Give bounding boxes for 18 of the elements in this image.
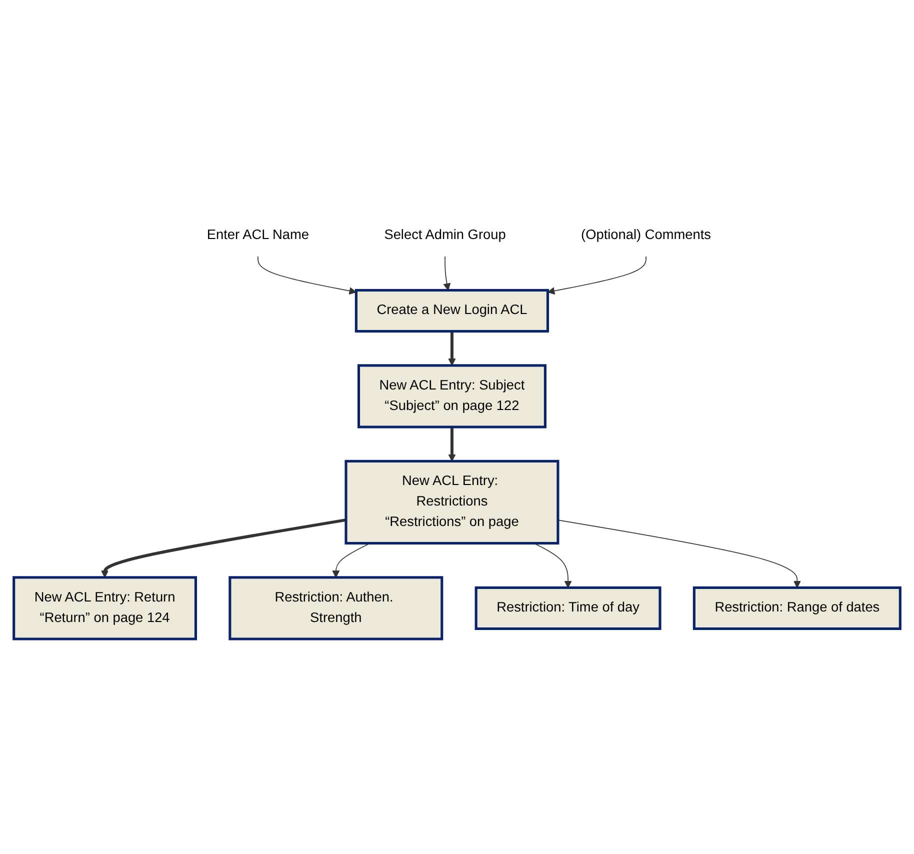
node-text: Enter ACL Name: [206, 228, 309, 242]
arrow: [101, 518, 346, 578]
arrow: [258, 256, 357, 295]
arrow: [547, 256, 646, 295]
node-box: New ACL Entry: Subject “Subject” on page 122: [357, 364, 546, 428]
node-box: New ACL Entry: Return “Return” on page 124: [12, 576, 198, 640]
node-box: New ACL Entry: Restrictions “Restrictions” on page: [344, 460, 560, 545]
arrow: [448, 427, 456, 462]
node-text: Select Admin Group: [384, 228, 506, 242]
node-box: Restriction: Range of dates: [692, 586, 902, 630]
node-text: (Optional) Comments: [581, 228, 711, 242]
node-box: Restriction: Authen. Strength: [228, 576, 444, 640]
arrow: [448, 331, 456, 366]
arrow: [443, 256, 451, 291]
arrow: [558, 520, 801, 588]
arrow: [332, 542, 370, 578]
node-box: Restriction: Time of day: [474, 586, 662, 630]
node-box: Create a New Login ACL: [354, 288, 550, 333]
